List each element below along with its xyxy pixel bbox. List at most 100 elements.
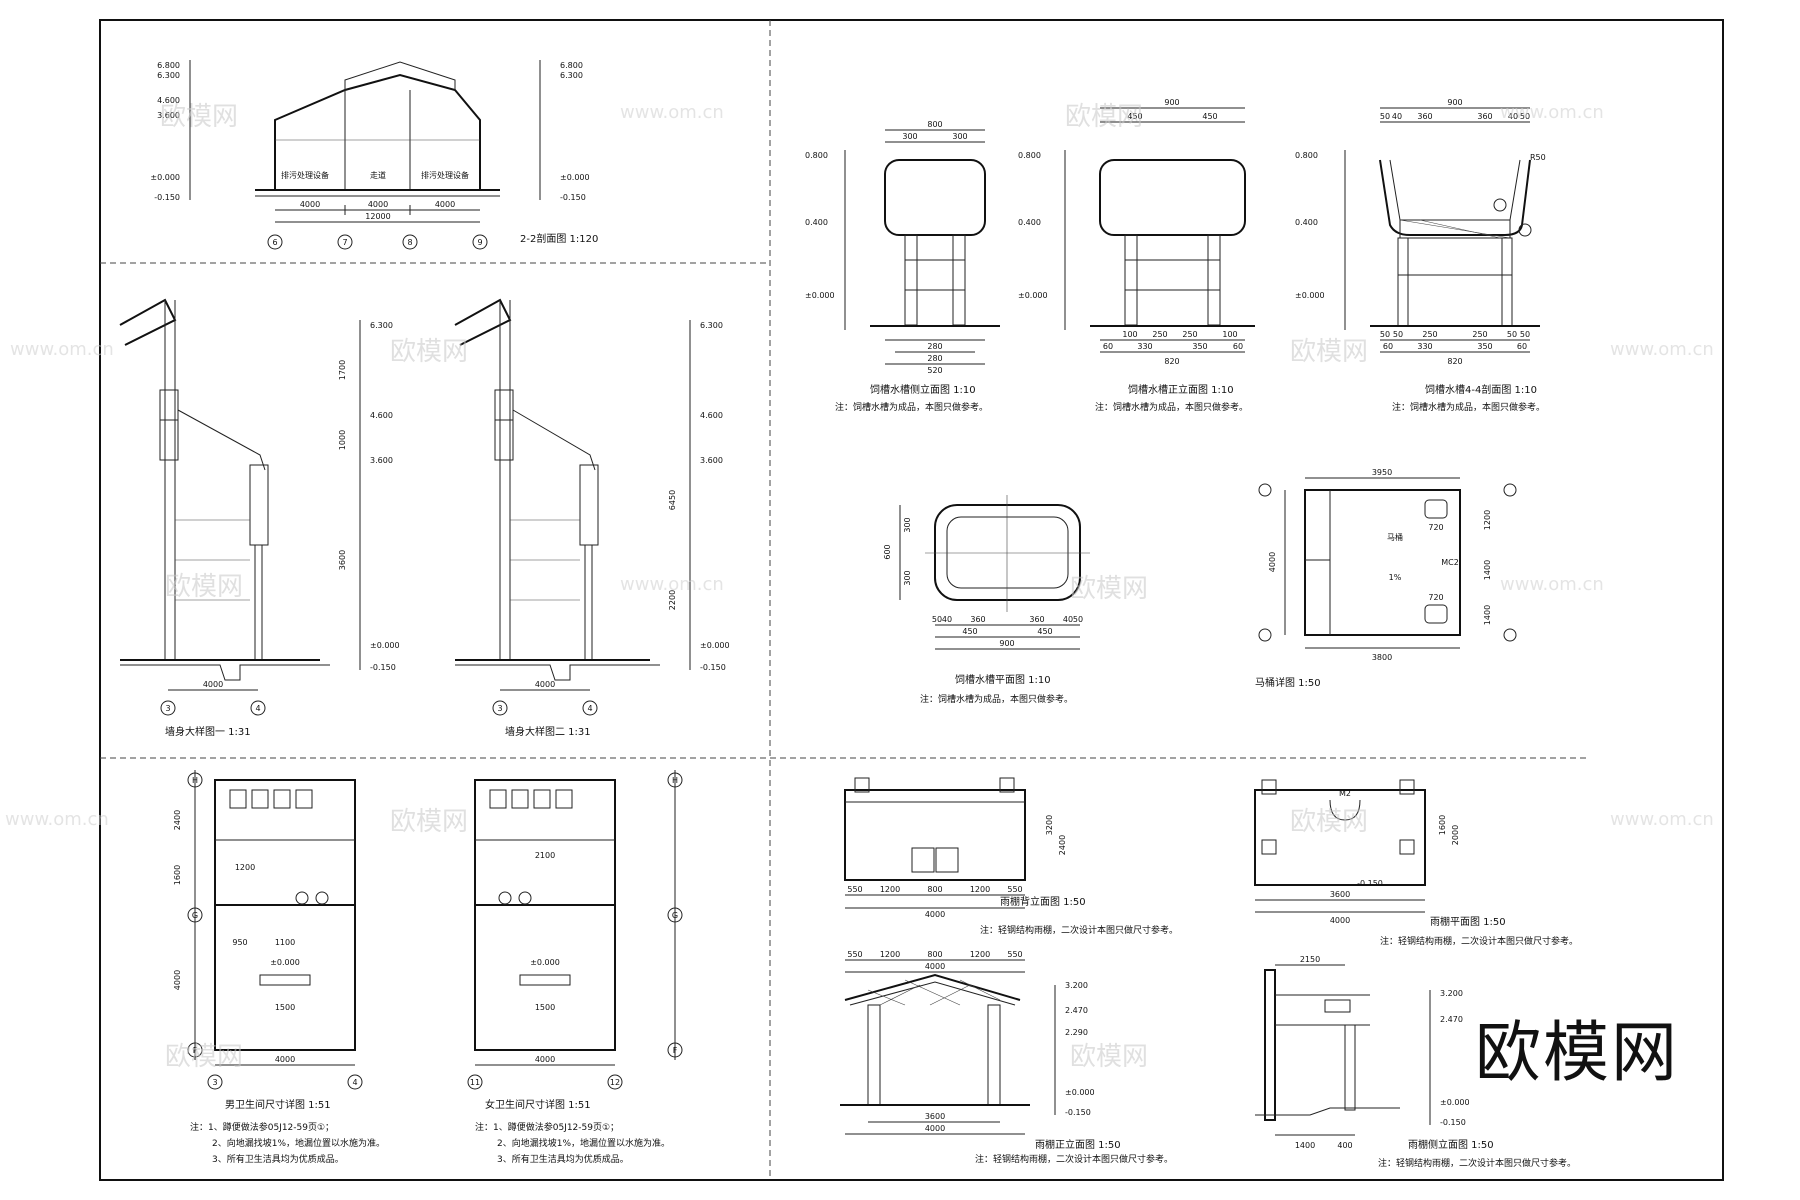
dim-label: 50 [1073,615,1083,624]
level-mark: 0.800 [1018,151,1041,160]
dim-label: 1200 [880,950,900,959]
canopy-back-elevation: 550 1200 800 1200 550 4000 3200 2400 雨棚背… [844,777,1178,936]
span-dim: 4000 [535,1055,555,1064]
trough-plan: 600 300 300 50 40 360 360 40 50 450 450 … [883,495,1090,705]
dim-label: 280 [927,342,942,351]
dim-label: 900 [1164,98,1179,107]
note: 注：饲槽水槽为成品，本图只做参考。 [920,693,1073,705]
axis-label: 3 [497,704,502,713]
drawing-title: 饲槽水槽平面图 1:10 [955,673,1051,686]
room-label: 走道 [370,170,386,180]
level-mark: 6.300 [157,71,180,80]
note: 注：1、蹲便做法参05J12-59页①； [190,1121,334,1133]
trough-section: R50 900 50 40 360 360 40 50 0.800 0.400 … [1295,98,1546,413]
dim-label: 450 [1127,112,1142,121]
drawing-title: 饲槽水槽正立面图 1:10 [1128,383,1234,396]
axis-label: H [192,776,198,785]
dim-label: 60 [1383,342,1393,351]
dim-label: 1600 [1438,815,1447,835]
dim-label: 1500 [275,1003,295,1012]
total-dim: 12000 [365,212,390,221]
watermarks: 欧模网 www.om.cn 欧模网 www.om.cn www.om.cn 欧模… [5,102,1714,1072]
drawing-title: 饲槽水槽侧立面图 1:10 [870,383,976,396]
span-dim: 4000 [275,1055,295,1064]
watermark-url: www.om.cn [620,574,724,595]
dim-label: 1000 [338,430,347,450]
dim-label: 2100 [535,851,555,860]
span-dim: 4000 [435,200,455,209]
dim-label: 300 [903,570,912,585]
trough-front-elevation: 900 450 450 0.800 0.400 ±0.000 100 250 2… [1018,98,1255,413]
watermark-text: 欧模网 [1070,1042,1148,1072]
dim-label: 1200 [880,885,900,894]
watermark-url: www.om.cn [1500,102,1604,123]
dim-label: 300 [903,517,912,532]
axis-label: 4 [255,704,260,713]
level-mark: 4.600 [370,411,393,420]
level-mark: 3.600 [370,456,393,465]
dim-label: 4000 [173,970,182,990]
dim-label: 800 [927,120,942,129]
level-mark: 0.400 [1018,218,1041,227]
axis-label: 3 [165,704,170,713]
axis-label: F [673,1046,678,1055]
note: 注：轻钢结构雨棚，二次设计本图只做尺寸参考。 [1378,1157,1576,1169]
level-mark: -0.150 [560,193,586,202]
axis-label: 4 [587,704,592,713]
dim-label: 4000 [925,962,945,971]
drawing-title: 雨棚正立面图 1:50 [1035,1138,1121,1151]
dim-label: 40 [1392,112,1402,121]
axis-label: G [192,911,198,920]
dim-label: 50 [1393,330,1403,339]
dim-label: 250 [1182,330,1197,339]
dim-label: 550 [1007,885,1022,894]
note: 注：轻钢结构雨棚，二次设计本图只做尺寸参考。 [975,1153,1173,1165]
dim-label: 800 [927,950,942,959]
axis-label: 8 [407,238,412,247]
level-mark: 2.470 [1440,1015,1463,1024]
dim-label: 300 [952,132,967,141]
dim-label: 900 [999,639,1014,648]
dim-label: 1200 [235,863,255,872]
level-mark: 4.600 [157,96,180,105]
dim-label: 1200 [970,950,990,959]
axis-label: F [193,1046,198,1055]
dim-label: 360 [970,615,985,624]
axis-bubble-6 [267,234,283,250]
drawing-title: 女卫生间尺寸详图 1:51 [485,1098,591,1111]
level-mark: ±0.000 [1065,1088,1095,1097]
dim-label: 520 [927,366,942,375]
dim-label: 450 [1202,112,1217,121]
note: 注：饲槽水槽为成品，本图只做参考。 [1095,401,1248,413]
dim-label: 330 [1137,342,1152,351]
wall-detail-2: 6.300 4.600 3.600 ±0.000 -0.150 6450 220… [454,298,730,738]
female-wc-plan: H G F ±0.000 2100 1500 4000 11 12 女卫生间尺寸… [467,770,683,1165]
watermark-url: www.om.cn [1610,809,1714,830]
dim-label: 360 [1029,615,1044,624]
dim-label: 400 [1337,1141,1352,1150]
level-mark: 0.400 [1295,218,1318,227]
canopy-plan: M2 3600 4000 -0.150 1600 2000 雨棚平面图 1:50… [1254,779,1578,947]
dim-label: 360 [1417,112,1432,121]
level-mark: 6.800 [157,61,180,70]
dim-label: 40 [1063,615,1073,624]
level-mark: 3.600 [157,111,180,120]
dim-label: 2000 [1451,825,1460,845]
dim-label: 3950 [1372,468,1392,477]
dim-label: 250 [1422,330,1437,339]
canopy-front-elevation: 550 1200 800 1200 550 4000 3600 4000 3.2… [840,950,1173,1165]
dim-label: 550 [847,950,862,959]
toilet-label: 720 [1428,523,1443,532]
note: 2、向地漏找坡1%，地漏位置以水施为准。 [497,1137,670,1149]
drawing-title: 雨棚侧立面图 1:50 [1408,1138,1494,1151]
dim-label: 1500 [535,1003,555,1012]
level-mark: 2.470 [1065,1006,1088,1015]
level-mark: 6.300 [560,71,583,80]
dim-label: 2150 [1300,955,1320,964]
dim-label: 900 [1447,98,1462,107]
note: 2、向地漏找坡1%，地漏位置以水施为准。 [212,1137,385,1149]
note: 注：饲槽水槽为成品，本图只做参考。 [1392,401,1545,413]
axis-label: 3 [212,1078,217,1087]
dim-label: 100 [1222,330,1237,339]
